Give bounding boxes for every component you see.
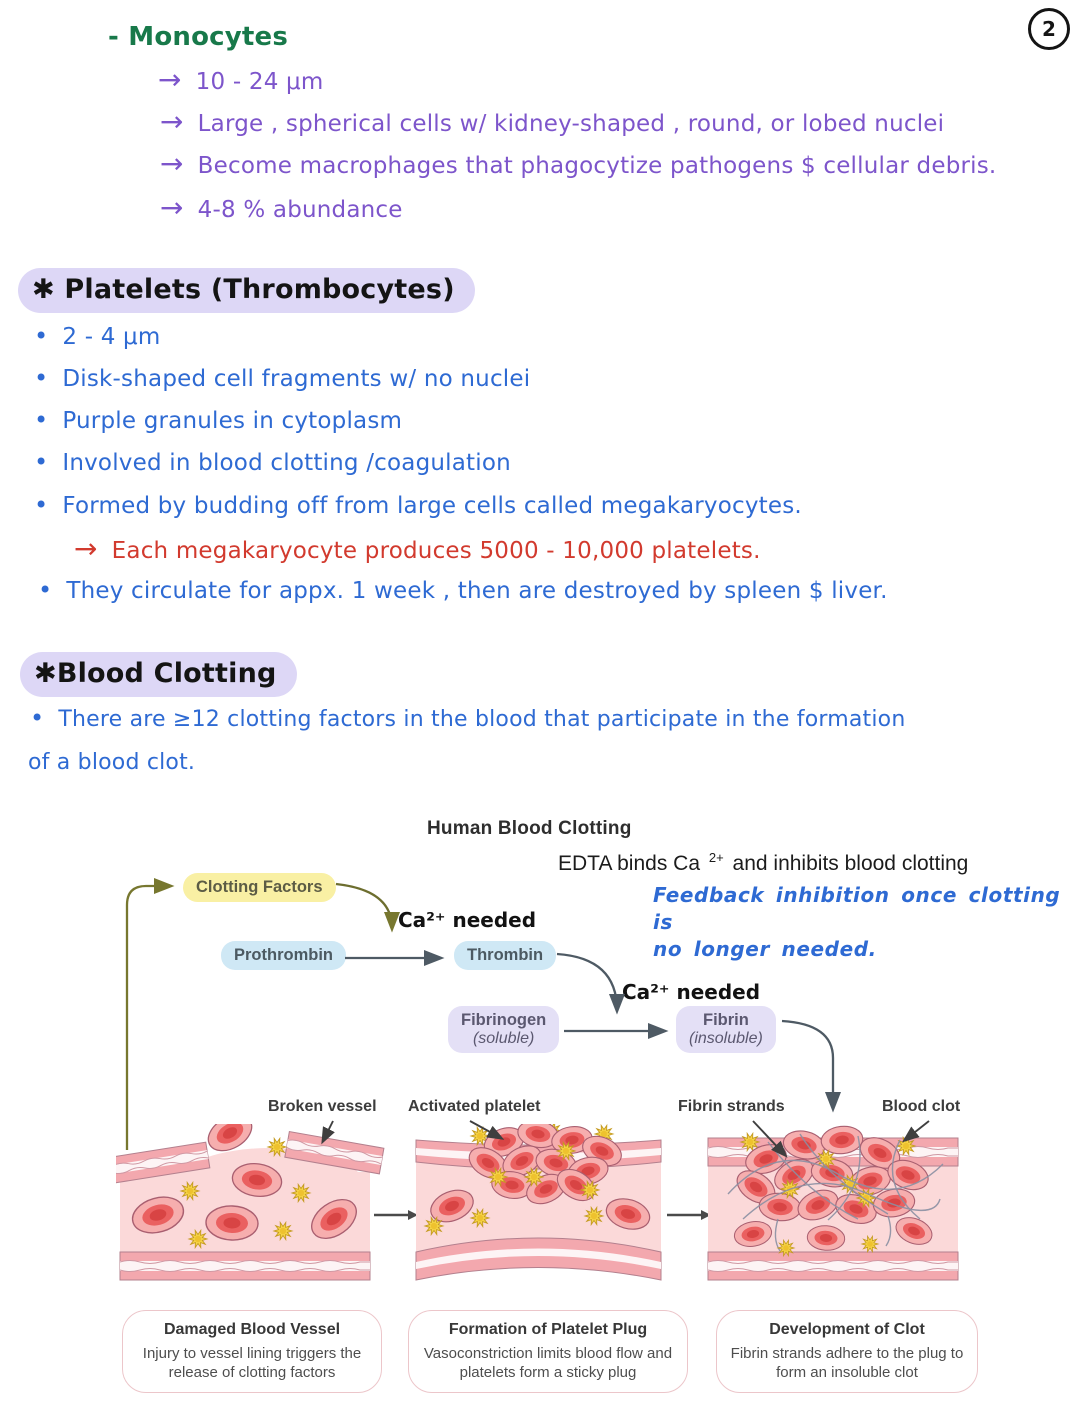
node-prothrombin: Prothrombin bbox=[221, 941, 346, 970]
panel-arrow-2 bbox=[667, 1210, 711, 1220]
platelets-bullet: • They circulate for appx. 1 week , then… bbox=[38, 578, 888, 604]
caption-damaged-vessel: Damaged Blood Vessel Injury to vessel li… bbox=[122, 1310, 382, 1394]
node-thrombin: Thrombin bbox=[454, 941, 557, 970]
feedback-note: Feedback inhibition once clotting is no … bbox=[653, 882, 1080, 963]
megakaryocyte-note: → Each megakaryocyte produces 5000 - 10,… bbox=[74, 532, 761, 565]
monocytes-item-text: 4-8 % abundance bbox=[197, 197, 403, 223]
label-activated-platelet: Activated platelet bbox=[408, 1098, 541, 1115]
platelets-bullet-text: They circulate for appx. 1 week , then a… bbox=[66, 578, 888, 604]
node-fibrin: Fibrin (insoluble) bbox=[676, 1006, 776, 1054]
arrow-icon: → bbox=[160, 147, 184, 180]
node-fibrinogen: Fibrinogen (soluble) bbox=[448, 1006, 560, 1054]
vessel-panels-illustration bbox=[116, 1124, 959, 1281]
label-fibrin-strands: Fibrin strands bbox=[678, 1098, 785, 1115]
monocytes-item-text: Become macrophages that phagocytize path… bbox=[197, 153, 997, 179]
caption-body: Vasoconstriction limits blood flow and p… bbox=[423, 1345, 673, 1382]
platelets-bullet-text: Purple granules in cytoplasm bbox=[62, 408, 403, 434]
feedback-note-line1: Feedback inhibition once clotting is bbox=[653, 883, 1061, 934]
monocytes-item: → Large , spherical cells w/ kidney-shap… bbox=[160, 105, 945, 138]
bullet-icon: • bbox=[30, 704, 45, 732]
platelets-bullet: • Involved in blood clotting /coagulatio… bbox=[34, 450, 511, 476]
node-fibrin-state: (insoluble) bbox=[689, 1029, 763, 1047]
edta-note-prefix: EDTA binds Ca bbox=[558, 852, 701, 875]
bullet-icon: • bbox=[34, 364, 49, 392]
monocytes-heading: - Monocytes bbox=[108, 22, 289, 52]
platelets-bullet: • Formed by budding off from large cells… bbox=[34, 493, 802, 519]
vessel-panel-damaged bbox=[116, 1124, 385, 1281]
vessel-panel-clot bbox=[707, 1124, 959, 1281]
edta-note: EDTA binds Ca 2+ and inhibits blood clot… bbox=[558, 850, 968, 876]
caption-title: Development of Clot bbox=[769, 1321, 925, 1338]
platelets-bullet-text: Disk-shaped cell fragments w/ no nuclei bbox=[62, 366, 531, 392]
label-broken-vessel: Broken vessel bbox=[268, 1098, 377, 1115]
bullet-icon: • bbox=[34, 322, 49, 350]
monocytes-item-text: 10 - 24 μm bbox=[195, 69, 324, 95]
node-fibrinogen-label: Fibrinogen bbox=[461, 1011, 547, 1029]
fibrin-mesh bbox=[727, 1133, 944, 1252]
arrow-icon: → bbox=[160, 105, 184, 138]
caption-title: Damaged Blood Vessel bbox=[163, 1321, 341, 1338]
platelets-bullet-text: Formed by budding off from large cells c… bbox=[62, 493, 802, 519]
arrow-icon: → bbox=[74, 532, 98, 565]
caption-platelet-plug: Formation of Platelet Plug Vasoconstrict… bbox=[408, 1310, 688, 1394]
monocytes-item: → 4-8 % abundance bbox=[160, 191, 403, 224]
feedback-arrow bbox=[125, 877, 175, 1150]
monocytes-item: → Become macrophages that phagocytize pa… bbox=[160, 147, 997, 180]
page-number-badge: 2 bbox=[1028, 8, 1070, 50]
vessel-panel-plug bbox=[415, 1124, 662, 1281]
ca-needed-label-2: Ca²⁺ needed bbox=[622, 980, 761, 1004]
bullet-icon: • bbox=[38, 576, 53, 604]
blood-clotting-heading: ✱Blood Clotting bbox=[20, 652, 297, 697]
bullet-icon: • bbox=[34, 406, 49, 434]
platelets-bullet-text: 2 - 4 μm bbox=[62, 324, 161, 350]
caption-clot-development: Development of Clot Fibrin strands adher… bbox=[716, 1310, 978, 1394]
fibrin-clot-arrow bbox=[781, 1019, 842, 1113]
platelets-heading: ✱ Platelets (Thrombocytes) bbox=[18, 268, 475, 313]
node-fibrin-label: Fibrin bbox=[702, 1011, 749, 1029]
clotting-factors-bullet-text: There are ≥12 clotting factors in the bl… bbox=[58, 707, 906, 732]
caption-body: Fibrin strands adhere to the plug to for… bbox=[730, 1345, 964, 1382]
clotting-factors-bullet: • There are ≥12 clotting factors in the … bbox=[30, 706, 905, 732]
panel-arrow-1 bbox=[374, 1210, 418, 1220]
node-clotting-factors: Clotting Factors bbox=[183, 873, 336, 902]
thrombin-ca-arrow bbox=[556, 952, 626, 1015]
node-fibrinogen-state: (soluble) bbox=[472, 1029, 535, 1047]
platelets-bullet: • 2 - 4 μm bbox=[34, 324, 161, 350]
bullet-icon: • bbox=[34, 491, 49, 519]
monocytes-item: → 10 - 24 μm bbox=[158, 63, 324, 96]
clotting-factors-ca-arrow bbox=[335, 882, 401, 933]
label-blood-clot: Blood clot bbox=[882, 1098, 961, 1115]
edta-note-suffix: and inhibits blood clotting bbox=[732, 852, 969, 875]
monocytes-item-text: Large , spherical cells w/ kidney-shaped… bbox=[197, 111, 945, 137]
arrow-icon: → bbox=[160, 191, 184, 224]
arrow-icon: → bbox=[158, 63, 182, 96]
platelets-heading-text: ✱ Platelets (Thrombocytes) bbox=[18, 268, 475, 313]
bullet-icon: • bbox=[34, 448, 49, 476]
page-number: 2 bbox=[1028, 8, 1070, 50]
platelets-bullet: • Disk-shaped cell fragments w/ no nucle… bbox=[34, 366, 530, 392]
caption-title: Formation of Platelet Plug bbox=[448, 1321, 648, 1338]
blood-clotting-heading-text: ✱Blood Clotting bbox=[20, 652, 297, 697]
diagram-title: Human Blood Clotting bbox=[427, 818, 632, 839]
caption-body: Injury to vessel lining triggers the rel… bbox=[142, 1345, 362, 1382]
ca-needed-label-1: Ca²⁺ needed bbox=[398, 908, 537, 932]
edta-note-superscript: 2+ bbox=[708, 850, 724, 865]
feedback-note-line2: no longer needed. bbox=[653, 937, 877, 961]
clotting-factors-bullet-cont: of a blood clot. bbox=[28, 750, 196, 775]
platelets-bullet: • Purple granules in cytoplasm bbox=[34, 408, 402, 434]
megakaryocyte-note-text: Each megakaryocyte produces 5000 - 10,00… bbox=[111, 538, 761, 564]
platelets-bullet-text: Involved in blood clotting /coagulation bbox=[62, 450, 511, 476]
